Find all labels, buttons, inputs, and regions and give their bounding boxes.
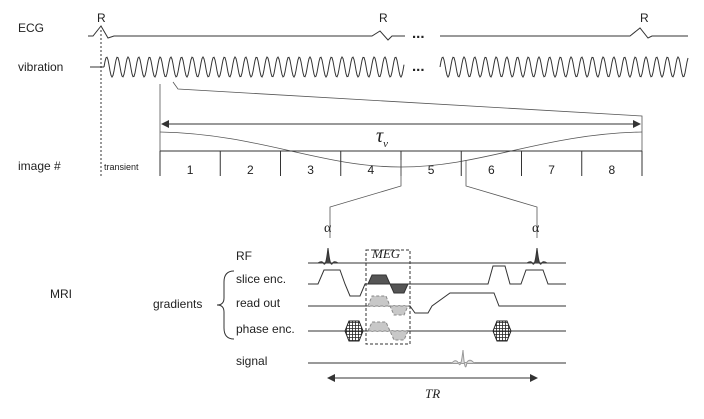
phase-enc-table-left [344, 320, 364, 342]
meg-box [365, 249, 411, 345]
signal-echo [451, 349, 475, 368]
transient-label: transient [104, 162, 139, 172]
ecg-peak-label-1: R [97, 11, 106, 25]
phase-enc-meg-light-lobe [367, 321, 409, 341]
zoom-right-line [465, 160, 538, 238]
image-cell-number-3: 3 [307, 163, 314, 177]
read-out-meg-light-lobe [367, 295, 409, 316]
rf-pulse-left [317, 247, 339, 265]
phase-enc-label: phase enc. [236, 322, 295, 336]
ecg-ellipsis: ... [412, 25, 425, 42]
vibration-label: vibration [18, 60, 63, 74]
meg-label: MEG [371, 246, 401, 261]
vibration-wave-segment-1 [103, 56, 405, 78]
read-out-label: read out [236, 296, 281, 310]
projection-diagonal-line [172, 81, 643, 176]
image-cell-number-2: 2 [247, 163, 254, 177]
image-row-label: image # [18, 159, 61, 173]
image-cell-number-4: 4 [368, 163, 375, 177]
gradients-label: gradients [153, 297, 202, 311]
ecg-peak-label-2: R [379, 11, 388, 25]
vibration-ellipsis: ... [412, 58, 425, 75]
signal-label: signal [236, 354, 267, 368]
slice-enc-waveform [308, 265, 566, 297]
zoom-left-line [329, 160, 402, 238]
ecg-trace [88, 25, 688, 41]
tau-symbol: τv [376, 125, 388, 150]
image-cells: 1 2 3 4 5 6 7 8 [159, 151, 643, 177]
image-cell-number-6: 6 [488, 163, 495, 177]
read-out-waveform [308, 292, 566, 314]
vibration-wave-segment-2 [439, 56, 689, 78]
slice-enc-label: slice enc. [236, 272, 286, 286]
image-cell-number-1: 1 [187, 163, 194, 177]
image-cell-number-7: 7 [548, 163, 555, 177]
tr-label: TR [425, 386, 440, 401]
gradients-brace [216, 270, 235, 340]
ecg-label: ECG [18, 21, 44, 35]
rf-label: RF [236, 249, 252, 263]
image-cell-number-5: 5 [428, 163, 435, 177]
mri-label: MRI [50, 287, 72, 301]
phase-enc-table-right [492, 320, 512, 342]
alpha-right-label: α [532, 221, 540, 236]
image-cell-number-8: 8 [609, 163, 616, 177]
alpha-left-label: α [324, 221, 332, 236]
rf-pulse-right [526, 247, 548, 265]
slice-enc-meg-dark-lobe [367, 274, 409, 294]
ecg-peak-label-3: R [640, 11, 649, 25]
